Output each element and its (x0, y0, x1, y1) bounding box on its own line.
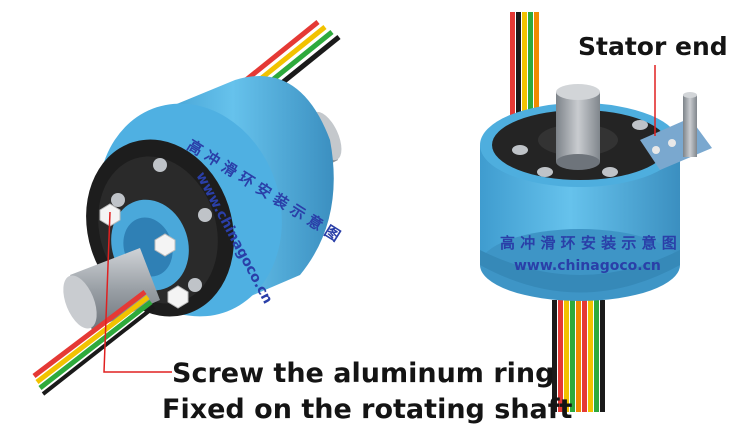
aluminum-ring-label: Screw the aluminum ring (172, 358, 554, 389)
right-ring-website-text: www.chinagoco.cn (514, 258, 661, 274)
right-center-shaft (556, 84, 600, 170)
callout-lines (103, 65, 656, 373)
right-ring-brand-text: 高 冲 滑 环 安 装 示 意 图 (500, 234, 677, 252)
right-slip-ring: 高 冲 滑 环 安 装 示 意 图 www.chinagoco.cn (480, 12, 712, 412)
aluminum-ring-leader-line (103, 211, 172, 373)
left-slip-ring: 高 冲 滑 环 安 装 示 意 图 www.chinagoco.cn (32, 20, 343, 396)
stator-end-label: Stator end (578, 32, 728, 61)
right-lower-wires (552, 300, 605, 412)
rotating-shaft-label: Fixed on the rotating shaft (162, 394, 573, 425)
left-lower-wires (32, 290, 156, 396)
right-upper-wires (510, 12, 539, 130)
stator-end-tab (640, 92, 712, 170)
